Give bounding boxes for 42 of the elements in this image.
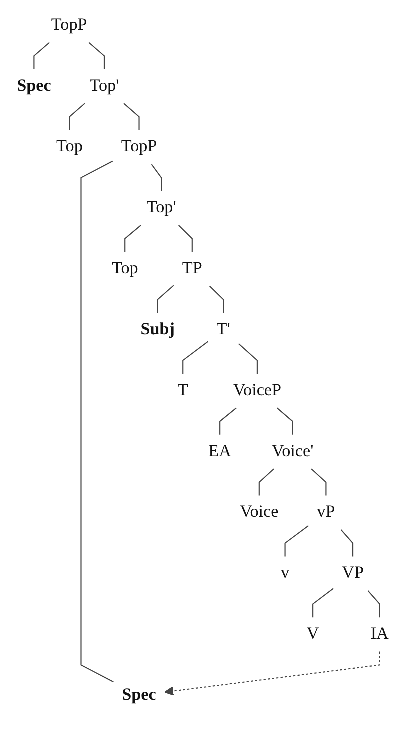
node-text: v [281,564,290,582]
node-text: T [178,381,188,400]
node-text: T' [216,320,230,339]
node-text: Voice' [272,442,314,461]
connector [124,225,142,252]
connector [276,408,294,435]
node-text: Top' [90,76,120,96]
connector [340,530,354,557]
node-text: Spec [122,686,156,704]
node-text: Voice [240,503,279,522]
connector [151,164,162,192]
connector [258,468,274,496]
node-text: Subj [140,320,176,339]
connector [220,408,237,435]
connector [80,160,114,683]
node-text: vP [317,503,336,522]
connector [368,590,380,618]
connector [69,103,86,130]
connector [34,42,50,70]
connector [284,526,309,557]
node-text: Top' [146,198,176,217]
node-text: V [306,625,320,644]
node-text: Top [112,260,138,278]
node-text: Top [56,138,83,156]
arrow [164,652,380,696]
connector [157,285,174,314]
connector [238,344,258,374]
connector [312,588,334,618]
node-text: VoiceP [233,381,282,400]
node-text: EA [208,442,232,461]
connector [182,341,209,374]
node-text: TP [182,260,202,278]
node-text: VP [342,564,364,582]
node-text: TopP [51,16,88,34]
connector [311,468,327,496]
connector [124,103,140,130]
connector [178,225,193,252]
connector [210,286,224,314]
node-text: TopP [121,138,158,156]
node-text: Spec [17,76,52,96]
node-text: IA [370,625,389,644]
connector [88,42,106,70]
